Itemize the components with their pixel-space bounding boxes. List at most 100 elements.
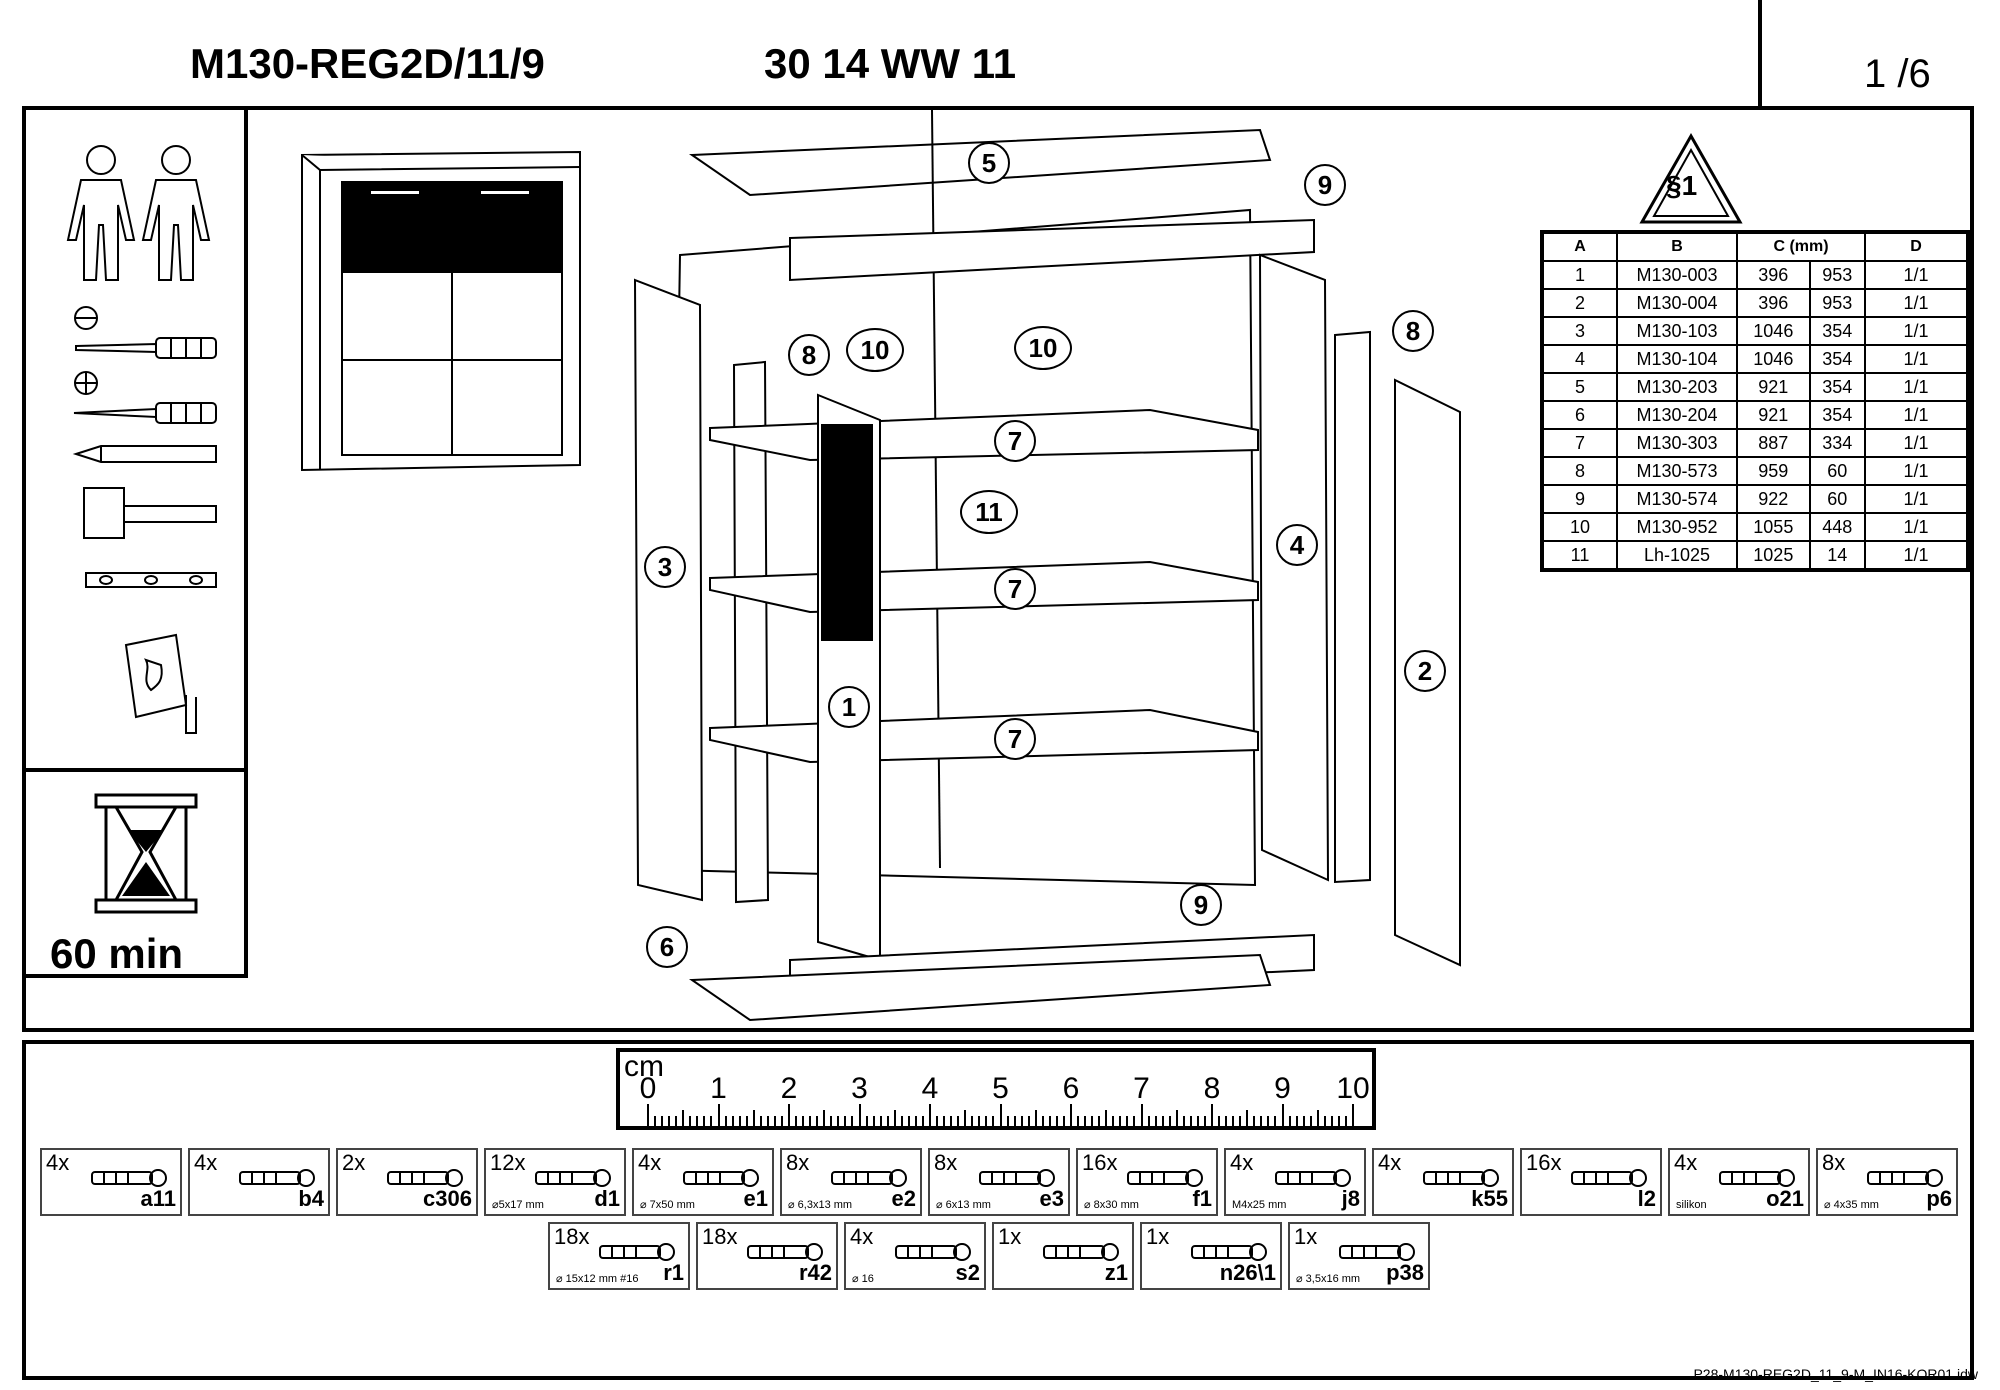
fitting-dimension: ⌀ 15x12 mm #16 bbox=[556, 1273, 639, 1285]
fitting-code: a11 bbox=[140, 1186, 177, 1211]
fitting-code: s2 bbox=[955, 1260, 980, 1285]
callout-6: 6 bbox=[646, 926, 688, 968]
parts-cell: 7 bbox=[1541, 428, 1618, 458]
fitting-dimension: ⌀ 6x13 mm bbox=[936, 1199, 991, 1211]
ruler-tick-mark bbox=[1267, 1116, 1270, 1126]
screwdriver-cross-icon bbox=[73, 371, 217, 424]
parts-cell: 4 bbox=[1541, 344, 1618, 374]
fitting-qty: 18x bbox=[702, 1224, 738, 1249]
fitting-dimension: ⌀ 3,5x16 mm bbox=[1296, 1273, 1361, 1285]
callout-7-bottom: 7 bbox=[994, 718, 1036, 760]
fitting-code: j8 bbox=[1341, 1186, 1360, 1211]
parts-cell: 6 bbox=[1541, 400, 1618, 430]
col-d: D bbox=[1864, 231, 1969, 262]
ruler-tick-mark bbox=[1161, 1116, 1164, 1126]
callout-5: 5 bbox=[968, 142, 1010, 184]
ruler-tick-mark bbox=[1196, 1116, 1199, 1126]
fitting-qty: 12x bbox=[490, 1150, 526, 1175]
ruler-tick-mark bbox=[788, 1104, 790, 1126]
fittings-frame bbox=[22, 1040, 1974, 1380]
fitting-qty: 4x bbox=[638, 1150, 662, 1175]
parts-cell: 1/1 bbox=[1864, 512, 1969, 542]
fitting-code: p6 bbox=[1926, 1186, 1952, 1211]
parts-cell: 959 bbox=[1736, 456, 1811, 486]
ruler-tick-mark bbox=[1330, 1116, 1333, 1126]
fitting-icon bbox=[1339, 1243, 1415, 1261]
ruler-tick-mark bbox=[1337, 1116, 1340, 1126]
ruler-tick-label: 8 bbox=[1203, 1072, 1221, 1105]
cabinet-preview bbox=[301, 150, 581, 472]
ruler-tick-mark bbox=[1182, 1116, 1185, 1126]
parts-cell: Lh-1025 bbox=[1616, 540, 1738, 571]
ruler-tick-mark bbox=[1034, 1110, 1037, 1126]
parts-cell: 1/1 bbox=[1864, 428, 1969, 458]
ruler-tick-mark bbox=[1027, 1116, 1030, 1126]
ruler-tick-mark bbox=[1140, 1104, 1143, 1126]
fitting-icon bbox=[1275, 1169, 1351, 1187]
parts-cell: M130-303 bbox=[1616, 428, 1738, 458]
ruler-tick-mark bbox=[1168, 1116, 1171, 1126]
parts-cell: 1046 bbox=[1736, 344, 1811, 374]
fitting-qty: 18x bbox=[554, 1224, 590, 1249]
ruler-tick-mark bbox=[1013, 1116, 1016, 1126]
fitting-code: b4 bbox=[298, 1186, 324, 1211]
ruler-tick-mark bbox=[773, 1116, 776, 1126]
ruler-tick-label: 4 bbox=[921, 1072, 939, 1105]
parts-cell: M130-573 bbox=[1616, 456, 1738, 486]
fitting-item-r1: 18x r1 ⌀ 15x12 mm #16 bbox=[548, 1222, 690, 1290]
parts-cell: 1/1 bbox=[1864, 288, 1969, 318]
ruler-tick-mark bbox=[1048, 1116, 1051, 1126]
ruler-tick-mark bbox=[745, 1116, 748, 1126]
parts-cell: 334 bbox=[1808, 428, 1867, 458]
fitting-qty: 1x bbox=[998, 1224, 1022, 1249]
ruler-tick-mark bbox=[647, 1104, 649, 1126]
ruler-tick-mark bbox=[886, 1116, 889, 1126]
header-divider bbox=[1758, 0, 1762, 108]
ruler-tick-mark bbox=[1133, 1116, 1136, 1126]
fitting-dimension: ⌀ 8x30 mm bbox=[1084, 1199, 1139, 1211]
parts-cell: 396 bbox=[1736, 260, 1811, 290]
fitting-icon bbox=[239, 1169, 315, 1187]
ruler-tick-mark bbox=[766, 1116, 769, 1126]
fitting-icon bbox=[1127, 1169, 1203, 1187]
ruler-tick-mark bbox=[978, 1116, 981, 1126]
time-panel: 60 min bbox=[22, 768, 248, 978]
callout-10-left: 10 bbox=[846, 328, 904, 372]
fitting-qty: 16x bbox=[1526, 1150, 1562, 1175]
parts-cell: 9 bbox=[1541, 484, 1618, 514]
ruler-tick-mark bbox=[999, 1104, 1002, 1126]
parts-cell: 11 bbox=[1541, 540, 1618, 571]
parts-cell: 953 bbox=[1808, 260, 1867, 290]
ruler-tick-mark bbox=[957, 1116, 960, 1126]
parts-cell: 354 bbox=[1808, 372, 1867, 402]
ruler-unit: cm bbox=[624, 1050, 664, 1083]
parts-cell: M130-204 bbox=[1616, 400, 1738, 430]
fitting-code: f1 bbox=[1192, 1186, 1212, 1211]
fitting-code: n26\1 bbox=[1219, 1260, 1276, 1285]
ruler-tick-mark bbox=[1203, 1116, 1206, 1126]
ruler-tick-mark bbox=[1302, 1116, 1305, 1126]
parts-cell: 922 bbox=[1736, 484, 1811, 514]
fitting-icon bbox=[599, 1243, 675, 1261]
parts-cell: M130-003 bbox=[1616, 260, 1738, 290]
parts-cell: M130-952 bbox=[1616, 512, 1738, 542]
fitting-icon bbox=[979, 1169, 1055, 1187]
callout-11: 11 bbox=[960, 490, 1018, 534]
parts-cell: 1/1 bbox=[1864, 372, 1969, 402]
fitting-code: r1 bbox=[663, 1260, 684, 1285]
fitting-qty: 2x bbox=[342, 1150, 366, 1175]
parts-cell: 1055 bbox=[1736, 512, 1811, 542]
ruler-tick-mark bbox=[929, 1104, 931, 1126]
warning-badge-text: §1 bbox=[1666, 170, 1698, 201]
fitting-code: o21 bbox=[1766, 1186, 1804, 1211]
ruler-tick-label: 0 bbox=[639, 1072, 657, 1105]
callout-9-bottom: 9 bbox=[1180, 884, 1222, 926]
ruler-tick-mark bbox=[1006, 1116, 1009, 1126]
